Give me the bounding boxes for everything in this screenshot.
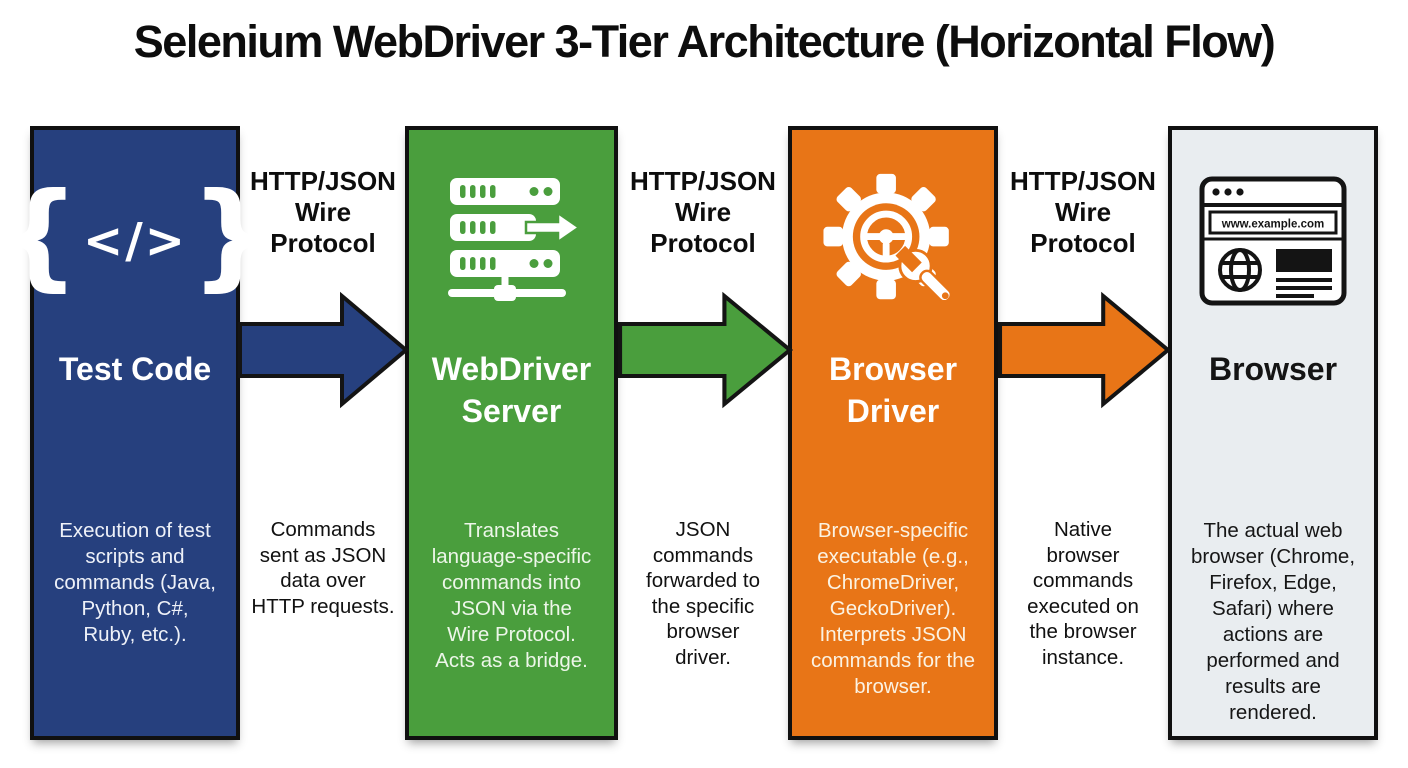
code-icon: { </> } xyxy=(0,168,273,303)
flow-arrow-3 xyxy=(998,291,1172,409)
tier-description-webdriver-server: Translates language-specific commands in… xyxy=(431,519,592,672)
connection-description-2: JSON commands forwarded to the specific … xyxy=(646,518,760,669)
tier-webdriver-server: WebDriver Server Translates language-spe… xyxy=(405,126,618,740)
protocol-label-3: HTTP/JSON Wire Protocol xyxy=(1010,166,1156,258)
gear-steering-wheel-wrench-icon xyxy=(792,170,994,312)
connection-description-3: Native browser commands executed on the … xyxy=(1027,518,1139,669)
tier-description-test-code: Execution of test scripts and commands (… xyxy=(54,519,216,646)
tier-test-code: { </> } Test Code Execution of test scri… xyxy=(0,126,273,740)
browser-url-text: www.example.com xyxy=(1221,219,1324,231)
tier-browser-driver: Browser Driver Browser-specific executab… xyxy=(788,126,998,740)
tier-description-browser-driver: Browser-specific executable (e.g., Chrom… xyxy=(810,519,976,698)
tier-title-browser-driver: Browser Driver xyxy=(828,351,958,429)
protocol-label-1: HTTP/JSON Wire Protocol xyxy=(250,166,396,258)
tier-description-browser: The actual web browser (Chrome, Firefox,… xyxy=(1190,519,1356,724)
page-title: Selenium WebDriver 3-Tier Architecture (… xyxy=(133,16,1276,67)
connection-description-1: Commands sent as JSON data over HTTP req… xyxy=(251,518,395,618)
browser-window-icon: www.example.com xyxy=(1172,170,1374,312)
tier-title-webdriver-server: WebDriver Server xyxy=(431,351,592,429)
server-stack-icon xyxy=(409,170,614,312)
tier-title-test-code: Test Code xyxy=(58,351,212,387)
flow-arrow-2 xyxy=(618,291,794,409)
tier-browser: www.example.com Browser The actual web b… xyxy=(1168,126,1378,740)
tier-title-browser: Browser xyxy=(1208,351,1338,387)
flow-arrow-1 xyxy=(238,291,410,409)
protocol-label-2: HTTP/JSON Wire Protocol xyxy=(630,166,776,258)
